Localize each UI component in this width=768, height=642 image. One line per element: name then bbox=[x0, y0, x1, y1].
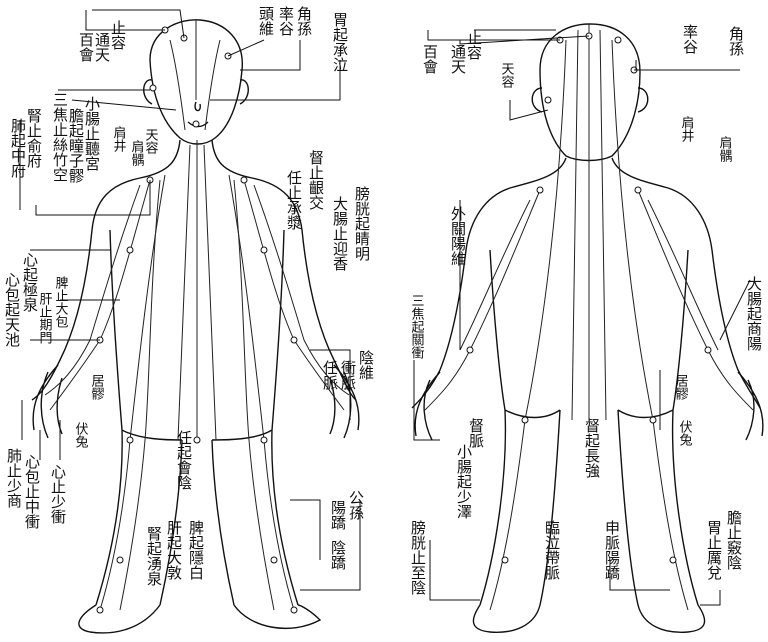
label-shenzhi: 腎止俞府 bbox=[25, 108, 43, 169]
back-right-hand bbox=[737, 371, 764, 441]
label-yinqiao: 陰蹻 bbox=[329, 540, 347, 570]
back-figure: 止容 通天 百會 天容 率谷 角孫 肩井 肩髃 外關陽維 三焦起關衝 大腸起商陽… bbox=[409, 23, 764, 633]
label-duzhi: 督止齦交 bbox=[307, 150, 325, 210]
front-leaders bbox=[19, 9, 361, 591]
front-labels: 止容 通天 百會 頭維 率谷 角孫 胃起承泣 三焦止絲竹空 小腸止聽宮 膽起瞳子… bbox=[3, 6, 375, 586]
front-figure: 止容 通天 百會 頭維 率谷 角孫 胃起承泣 三焦止絲竹空 小腸止聽宮 膽起瞳子… bbox=[3, 6, 375, 634]
label-danqi: 膽起瞳子髎 bbox=[67, 108, 85, 184]
label-jianyu: 肩髃 bbox=[129, 139, 145, 166]
back-right-ear bbox=[637, 87, 649, 113]
label-renzhi: 任止承漿 bbox=[285, 170, 303, 230]
label-piqi: 脾起隱白 bbox=[187, 520, 205, 580]
label-chongmai: 衝脈 bbox=[339, 360, 357, 391]
label-b-weizhi: 胃止厲兌 bbox=[705, 520, 723, 581]
label-futu: 伏兔 bbox=[73, 422, 89, 448]
label-dachang: 大腸止迎香 bbox=[331, 196, 349, 271]
label-weiqi: 胃起承泣 bbox=[331, 12, 349, 72]
label-gongsun: 公孫 bbox=[347, 490, 365, 520]
label-jianjing: 肩井 bbox=[111, 125, 127, 153]
back-labels: 止容 通天 百會 天容 率谷 角孫 肩井 肩髃 外關陽維 三焦起關衝 大腸起商陽… bbox=[409, 24, 764, 595]
label-b-jiaosun: 角孫 bbox=[727, 26, 745, 56]
back-left-foot bbox=[472, 604, 541, 633]
label-b-xiaochang: 小腸起少澤 bbox=[455, 444, 473, 519]
label-b-baihui: 百會 bbox=[421, 44, 439, 74]
label-b-duqi: 督起長強 bbox=[583, 418, 601, 479]
label-b-tianrong: 天容 bbox=[499, 62, 515, 89]
label-feizhi: 肺止少商 bbox=[5, 448, 23, 508]
front-left-ear bbox=[143, 79, 153, 105]
label-feiqi: 肺起中府 bbox=[9, 118, 27, 179]
label-xiaochang: 小腸止聽宮 bbox=[83, 96, 101, 171]
front-right-ear bbox=[239, 79, 249, 105]
label-renqi: 任起會陰 bbox=[175, 430, 193, 490]
back-left-ear bbox=[531, 87, 543, 113]
back-right-foot bbox=[637, 604, 706, 633]
label-b-juliao: 居髎 bbox=[673, 374, 689, 400]
back-left-hand bbox=[414, 371, 441, 441]
back-points bbox=[466, 32, 712, 564]
front-right-foot bbox=[233, 604, 322, 630]
front-nose bbox=[194, 101, 201, 112]
label-xinqi: 心起極泉 bbox=[21, 252, 39, 312]
label-b-dumai: 督脈 bbox=[467, 418, 485, 449]
front-body-outline bbox=[31, 139, 357, 606]
label-b-shuaigu: 率谷 bbox=[681, 24, 699, 54]
label-shuaigu: 率谷 bbox=[277, 6, 295, 36]
label-ganqi: 肝起大敦 bbox=[165, 520, 183, 580]
label-yinwei: 陰維 bbox=[357, 350, 375, 380]
label-b-waiguan: 外關陽維 bbox=[449, 206, 467, 266]
label-b-futu: 伏兔 bbox=[677, 420, 693, 446]
label-pizhi: 脾止大包 bbox=[53, 276, 69, 328]
back-channels bbox=[424, 24, 754, 611]
back-head-outline bbox=[539, 23, 641, 162]
back-leaders bbox=[413, 29, 751, 606]
label-shenqi: 腎起湧泉 bbox=[145, 526, 163, 586]
label-sanjiao: 三焦止絲竹空 bbox=[51, 92, 69, 182]
label-b-tongtian: 通天 bbox=[449, 44, 467, 74]
label-b-zhiyong: 止容 bbox=[465, 30, 483, 60]
label-xinbao: 心包起天池 bbox=[3, 272, 21, 347]
label-yangqiao: 陽蹻 bbox=[329, 500, 347, 530]
label-tianrong: 天容 bbox=[143, 128, 159, 155]
label-pangguang: 膀胱起睛明 bbox=[353, 186, 371, 262]
label-tongtian: 通天 bbox=[93, 32, 111, 62]
label-touwei: 頭維 bbox=[257, 6, 275, 36]
label-zhiyong: 止容 bbox=[109, 20, 127, 50]
label-b-dachang: 大腸起商陽 bbox=[745, 276, 763, 351]
label-b-shenmai: 申脈陽蹻 bbox=[603, 520, 621, 580]
front-left-foot bbox=[78, 604, 161, 634]
front-left-hand bbox=[32, 364, 63, 439]
back-body-outline bbox=[411, 157, 761, 606]
label-b-danzhi: 膽止竅陰 bbox=[725, 510, 743, 570]
label-xinbaozhi: 心包止中衝 bbox=[23, 454, 41, 529]
front-channels bbox=[44, 20, 350, 611]
label-b-jianjing: 肩井 bbox=[679, 115, 695, 143]
label-renmai: 任脈 bbox=[321, 360, 339, 391]
label-xinzhi: 心止少衝 bbox=[49, 464, 67, 524]
label-b-sanjiao: 三焦起關衝 bbox=[409, 294, 425, 359]
label-b-pangguang: 膀胱止至陰 bbox=[409, 520, 427, 595]
label-jiaosun: 角孫 bbox=[295, 6, 313, 36]
label-ganzhi: 肝止期門 bbox=[37, 292, 53, 345]
label-baihui: 百會 bbox=[77, 32, 95, 62]
front-right-hand bbox=[329, 364, 360, 439]
label-juliao: 居髎 bbox=[89, 374, 105, 400]
label-b-linqi: 臨泣帶脈 bbox=[543, 520, 561, 581]
label-b-jianyu: 肩髃 bbox=[717, 135, 733, 162]
